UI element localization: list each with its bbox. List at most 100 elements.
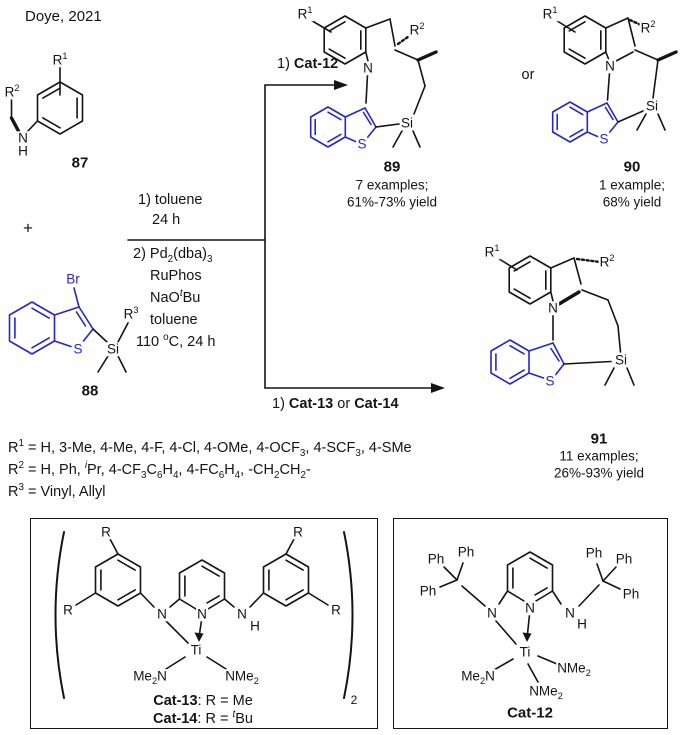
nitrogen-label-91: N bbox=[547, 300, 559, 316]
si-methyl-2 bbox=[657, 113, 666, 131]
aniline-ring bbox=[508, 255, 552, 305]
ti-me2n-bond bbox=[493, 658, 514, 671]
nitrogen-label-87: N bbox=[17, 130, 29, 146]
si-methyl-1 bbox=[636, 113, 647, 131]
bottom-arrowhead bbox=[431, 383, 445, 393]
chain-si-bond bbox=[652, 59, 659, 99]
aryl-namide-right-bond bbox=[249, 592, 265, 608]
chain-bond-1 bbox=[389, 18, 396, 47]
chain-bond-3 bbox=[607, 299, 619, 327]
si-r3-bond bbox=[117, 322, 129, 343]
nh-hydrogen-label: H bbox=[576, 616, 588, 632]
condition-step1-line2: 24 h bbox=[152, 212, 181, 228]
r-substituent-label: R bbox=[292, 524, 304, 540]
compound-number-87: 87 bbox=[70, 154, 90, 172]
namide-trityl-right-bond bbox=[578, 584, 600, 607]
chain-bond-2 bbox=[634, 49, 659, 61]
r2-label-89: R2 bbox=[408, 20, 426, 38]
examples-caption-90: 1 example; bbox=[598, 177, 666, 193]
structure-90-drawing bbox=[551, 15, 678, 143]
aniline-ring bbox=[323, 15, 367, 65]
n-ca-wedge bbox=[557, 290, 581, 306]
methyl-wedge bbox=[416, 50, 438, 62]
namide-trityl-left-bond bbox=[461, 585, 486, 607]
compound-number-89: 89 bbox=[382, 158, 402, 176]
r1-label-90: R1 bbox=[541, 4, 559, 22]
condition-step2-line1: 2) Pd2(dba)3 bbox=[133, 246, 213, 265]
right-trityl-group bbox=[596, 563, 621, 590]
ti-nme2-bond bbox=[206, 656, 227, 670]
phenyl-label: Ph bbox=[426, 551, 446, 567]
r1-bond bbox=[553, 18, 576, 33]
condition-step2-line2: RuPhos bbox=[150, 268, 202, 284]
ring-n-bond bbox=[26, 120, 39, 133]
nh-hydrogen-label-87: H bbox=[17, 143, 29, 159]
r-substituent-label: R bbox=[62, 602, 74, 618]
ti-nme2-bottom-bond bbox=[527, 663, 539, 683]
phenyl-label: Ph bbox=[584, 545, 604, 561]
r2-hashed-bond bbox=[628, 18, 643, 27]
structure-87-drawing bbox=[9, 65, 84, 135]
r2-label-87: R2 bbox=[3, 82, 21, 100]
bromine-label-88: Br bbox=[65, 271, 81, 287]
benzothiophene-ring bbox=[8, 301, 94, 355]
phenyl-label: Ph bbox=[418, 583, 438, 599]
nitrogen-label-89: N bbox=[362, 60, 374, 76]
r1-definition-line: R1 = H, 3-Me, 4-Me, 4-F, 4-Cl, 4-OMe, 4-… bbox=[8, 438, 412, 459]
benzothiophene-ring bbox=[551, 101, 619, 143]
thiophene-si-bond bbox=[617, 110, 644, 123]
sulfur-label-91: S bbox=[544, 373, 556, 389]
ti-me2n-bond bbox=[165, 656, 186, 670]
plus-sign: + bbox=[22, 218, 34, 238]
si-methyl-1 bbox=[392, 130, 403, 148]
si-methyl-2 bbox=[626, 367, 635, 386]
top-branch-label: 1) Cat-12 bbox=[277, 56, 339, 72]
r3-label-88: R3 bbox=[122, 304, 140, 322]
r-substituent-label: R bbox=[330, 602, 342, 618]
py-namide-right-bond bbox=[551, 590, 562, 605]
cat13-caption: Cat-13: R = Me bbox=[153, 692, 253, 709]
yield-caption-91: 26%-93% yield bbox=[553, 465, 645, 481]
silicon-label-91: Si bbox=[613, 352, 629, 368]
chain-bond-3 bbox=[417, 59, 426, 87]
cat14-caption: Cat-14: R = tBu bbox=[153, 708, 253, 727]
n-thiophene-bond bbox=[606, 72, 611, 101]
compound-number-88: 88 bbox=[80, 382, 100, 400]
py-namide-left-bond bbox=[498, 590, 509, 605]
benzothiophene-ring bbox=[490, 339, 565, 385]
r2-label-90: R2 bbox=[639, 18, 657, 36]
dative-arrowhead bbox=[194, 632, 204, 642]
titanium-label: Ti bbox=[189, 642, 203, 658]
nh-hydrogen-label: H bbox=[249, 618, 261, 634]
namide-ti-bond bbox=[495, 620, 517, 645]
methyl-wedge bbox=[656, 50, 678, 62]
me2n-label: Me2N bbox=[460, 668, 496, 686]
chain-bond-1 bbox=[627, 17, 636, 47]
silicon-label-88: Si bbox=[105, 341, 121, 357]
compound-number-90: 90 bbox=[622, 158, 642, 176]
amide-nitrogen-right-label: N bbox=[564, 605, 576, 621]
examples-caption-89: 7 examples; bbox=[355, 177, 429, 193]
si-methyl-1 bbox=[97, 355, 109, 373]
condition-step1-line1: 1) toluene bbox=[138, 192, 203, 208]
reaction-arrows bbox=[127, 80, 445, 393]
or-label: or bbox=[521, 66, 535, 83]
r1-bond bbox=[495, 256, 518, 271]
compound-number-91: 91 bbox=[589, 430, 609, 448]
catalyst-cat13-cat14-drawing bbox=[54, 531, 354, 699]
condition-step2-line4: toluene bbox=[150, 312, 198, 328]
chain-bond-1 bbox=[573, 257, 582, 285]
silicon-label-90: Si bbox=[644, 98, 660, 114]
r1-label-89: R1 bbox=[296, 4, 314, 22]
r-substituent-label: R bbox=[100, 524, 112, 540]
benzene-ring bbox=[36, 81, 84, 135]
silicon-label-89: Si bbox=[399, 115, 415, 131]
phenyl-label: Ph bbox=[456, 544, 476, 560]
me2n-label: Me2N bbox=[132, 668, 168, 686]
right-parenthesis bbox=[343, 531, 354, 699]
yield-caption-90: 68% yield bbox=[602, 194, 662, 210]
benzylic-bond bbox=[605, 17, 629, 29]
pyridine-ring bbox=[506, 551, 554, 602]
ring-n-bond bbox=[365, 51, 369, 62]
